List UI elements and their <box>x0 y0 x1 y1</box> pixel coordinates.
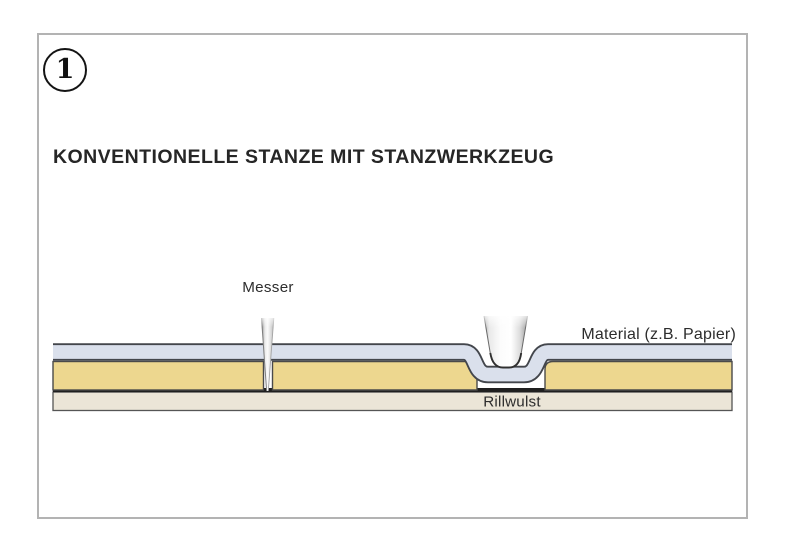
creasing-tool <box>484 316 528 367</box>
creasing-tool-bottom-edge <box>489 352 523 369</box>
die-board-left <box>52 360 265 391</box>
step-badge: 1 <box>43 48 87 92</box>
tool-top-fade <box>479 311 533 328</box>
knife-blade <box>261 318 274 391</box>
material-label: Material (z.B. Papier) <box>581 326 736 343</box>
knife-edge-right <box>267 317 275 392</box>
knife-label: Messer <box>242 279 294 296</box>
material-layer <box>53 345 732 382</box>
crease-bead-label: Rillwulst <box>483 394 541 411</box>
step-number: 1 <box>55 53 75 85</box>
figure-frame <box>37 33 748 519</box>
base-plate-layer <box>52 391 733 412</box>
knife-top-fade <box>254 313 282 327</box>
figure-title: KONVENTIONELLE STANZE MIT STANZWERKZEUG <box>53 146 555 168</box>
die-board-right <box>544 360 733 391</box>
die-board-middle <box>271 360 478 391</box>
knife-edge-left <box>261 317 268 392</box>
